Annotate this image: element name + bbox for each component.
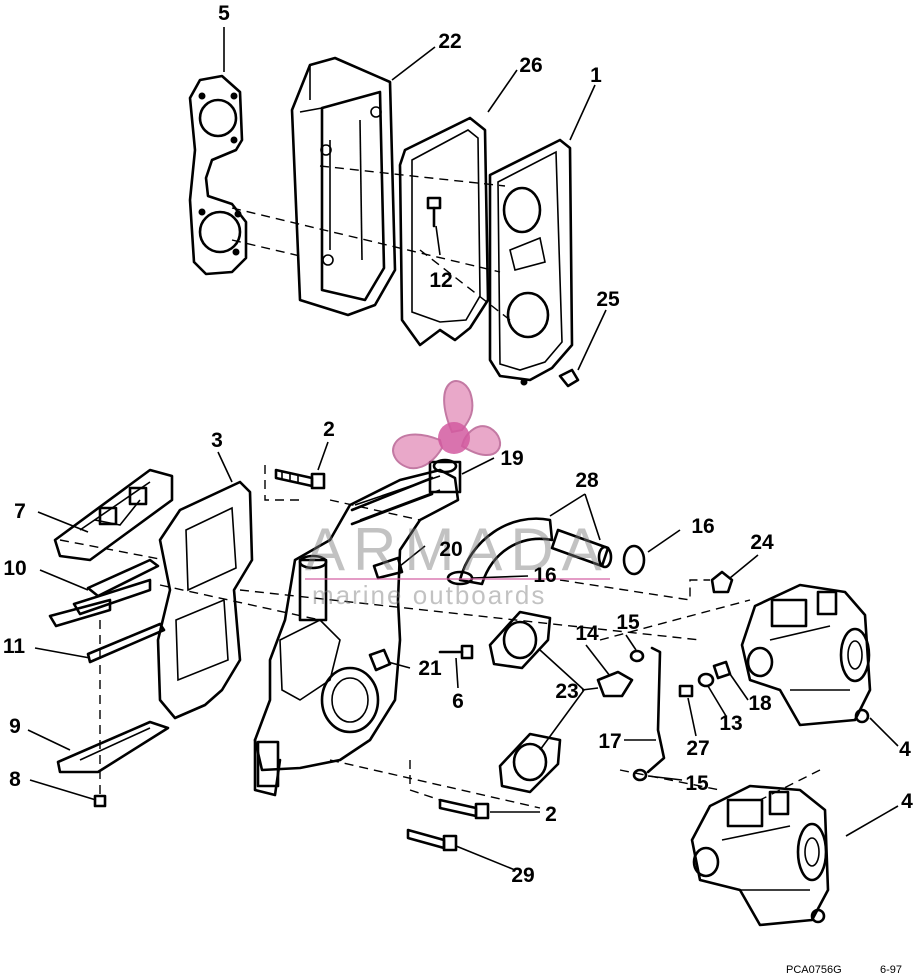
- part-1-plate: [488, 138, 574, 386]
- part-15-clip-upper: [629, 649, 645, 663]
- callout-2-lower: 2: [545, 803, 557, 826]
- callout-6: 6: [452, 690, 464, 713]
- callout-26: 26: [519, 54, 542, 77]
- part-12-screw: [426, 196, 442, 228]
- propeller-logo-icon: [392, 380, 501, 470]
- callout-17: 17: [598, 730, 621, 753]
- part-2-bolt-top: [274, 468, 326, 490]
- part-18-nut: [712, 660, 732, 680]
- callout-21: 21: [418, 657, 442, 680]
- part-11-reed-stop: [86, 622, 166, 664]
- callout-24: 24: [750, 531, 774, 554]
- callout-23: 23: [555, 680, 578, 703]
- callout-15-upper: 15: [616, 611, 640, 634]
- callout-28: 28: [575, 469, 599, 492]
- callout-labels: 5 22 26 1 12 25 2 3 19 28 16 24 7 20 16 …: [3, 2, 913, 887]
- callout-27: 27: [686, 737, 709, 760]
- part-2-bolt-lower: [438, 798, 490, 820]
- part-27-screw: [678, 684, 694, 698]
- part-29-bolt: [406, 828, 458, 852]
- callout-10: 10: [3, 557, 26, 580]
- callout-14: 14: [575, 622, 599, 645]
- part-8-screw: [93, 794, 107, 808]
- callout-2-top: 2: [323, 418, 335, 441]
- part-24-nut: [710, 570, 734, 594]
- callout-25: 25: [596, 288, 620, 311]
- callout-11: 11: [3, 635, 26, 658]
- part-19-fitting: [350, 458, 462, 526]
- part-4-carburetor-upper: [740, 583, 872, 727]
- part-9-plate: [56, 720, 170, 774]
- part-3-gasket: [156, 480, 254, 720]
- callout-9: 9: [9, 715, 21, 738]
- part-16-clamp-right: [622, 544, 646, 576]
- drawing-code: PCA0756G: [786, 964, 842, 976]
- part-22-cover: [290, 56, 397, 317]
- callout-8: 8: [9, 768, 21, 791]
- callout-20: 20: [439, 538, 462, 561]
- callout-29: 29: [511, 864, 534, 887]
- part-25-screw: [558, 368, 580, 388]
- part-28-hose: [458, 517, 613, 586]
- watermark-underline: [305, 578, 610, 580]
- callout-16-middle: 16: [533, 564, 556, 587]
- drawing-date: 6-97: [880, 964, 902, 976]
- callout-13: 13: [719, 712, 742, 735]
- part-10-reed-petals: [48, 558, 160, 628]
- callout-16-right: 16: [691, 515, 714, 538]
- watermark-brand: ARMADA: [305, 516, 610, 583]
- callout-19: 19: [500, 447, 523, 470]
- callout-4-upper: 4: [899, 738, 911, 761]
- callout-18: 18: [748, 692, 772, 715]
- callout-4-lower: 4: [901, 790, 913, 813]
- part-5-gasket: [188, 74, 248, 276]
- part-6-screw: [438, 644, 474, 660]
- part-26-gasket: [398, 116, 490, 347]
- callout-5: 5: [218, 2, 230, 25]
- drawing-footer: PCA0756G 6-97: [786, 964, 902, 976]
- callout-1: 1: [590, 64, 602, 87]
- part-13-washer: [697, 672, 715, 688]
- part-23-gasket-upper: [488, 610, 552, 670]
- alignment-lines: [59, 165, 821, 809]
- callout-22: 22: [438, 30, 461, 53]
- part-21-nut: [368, 648, 392, 672]
- part-17-link-rod: [646, 646, 666, 774]
- part-14-bracket: [596, 670, 634, 698]
- watermark-tagline: marine outboards: [312, 580, 546, 610]
- watermark: ARMADA marine outboards: [305, 380, 610, 610]
- part-20-fitting: [372, 556, 404, 580]
- part-23-gasket-lower: [498, 732, 562, 794]
- part-15-clip-lower: [632, 768, 648, 782]
- callout-15-lower: 15: [685, 772, 709, 795]
- callout-12: 12: [429, 269, 452, 292]
- callout-3: 3: [211, 429, 223, 452]
- part-7-reed-block: [53, 468, 174, 562]
- part-4-carburetor-lower: [690, 784, 830, 927]
- leader-lines: [27, 27, 899, 871]
- callout-7: 7: [14, 500, 26, 523]
